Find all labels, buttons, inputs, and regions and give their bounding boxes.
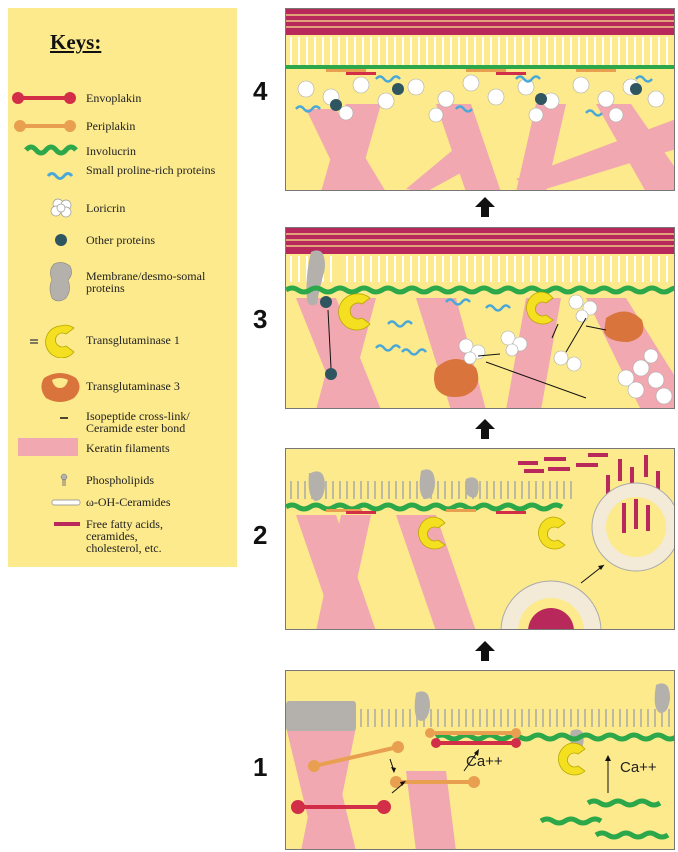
- key-label: Small proline-rich proteins: [86, 164, 226, 176]
- sprr-icon: [8, 162, 86, 188]
- fatty-acid-icon: [8, 516, 86, 564]
- key-label: Free fatty acids, ceramides, cholesterol…: [86, 518, 196, 554]
- keys-panel: Keys: Envoplakin Periplakin Involucrin S…: [8, 8, 237, 567]
- step-number: 1: [253, 752, 267, 783]
- step-number: 4: [253, 76, 267, 107]
- stage-3-diagram: [286, 228, 675, 409]
- key-label: Membrane/desmo-somal proteins: [86, 270, 206, 294]
- phospholipid-icon: [8, 472, 86, 488]
- key-label: Transglutaminase 1: [86, 334, 180, 346]
- key-label: Periplakin: [86, 120, 135, 132]
- key-loricrin: Loricrin: [8, 196, 237, 218]
- key-label: Isopeptide cross-link/ Ceramide ester bo…: [86, 410, 236, 434]
- loricrin-icon: [8, 196, 86, 218]
- up-arrow-icon: [474, 418, 496, 440]
- key-involucrin: Involucrin: [8, 140, 237, 158]
- stage-4-diagram: [286, 9, 675, 191]
- crosslink-icon: [8, 408, 86, 434]
- key-fatty-acids: Free fatty acids, ceramides, cholesterol…: [8, 516, 237, 564]
- stage-4-panel: [285, 8, 675, 191]
- key-ceramides: ω-OH-Ceramides: [8, 494, 237, 510]
- key-label: Phospholipids: [86, 474, 154, 486]
- involucrin-icon: [8, 140, 86, 158]
- membrane-protein-icon: [8, 260, 86, 304]
- step-number: 3: [253, 304, 267, 335]
- key-crosslink: Isopeptide cross-link/ Ceramide ester bo…: [8, 408, 237, 434]
- calcium-label: Ca++: [466, 753, 503, 770]
- key-envoplakin: Envoplakin: [8, 90, 237, 106]
- calcium-label: Ca++: [620, 759, 657, 776]
- key-phospholipids: Phospholipids: [8, 472, 237, 488]
- key-sprr: Small proline-rich proteins: [8, 162, 237, 188]
- key-label: Transglutaminase 3: [86, 380, 180, 392]
- ceramide-icon: [8, 494, 86, 510]
- key-label: Loricrin: [86, 202, 125, 214]
- key-label: Other proteins: [86, 234, 155, 246]
- key-label: Involucrin: [86, 145, 136, 157]
- key-tgase3: Transglutaminase 3: [8, 370, 237, 402]
- up-arrow-icon: [474, 196, 496, 218]
- key-label: ω-OH-Ceramides: [86, 496, 171, 508]
- key-tgase1: Transglutaminase 1: [8, 324, 237, 358]
- keratin-icon: [8, 436, 86, 456]
- keys-title: Keys:: [50, 30, 101, 55]
- stage-2-panel: [285, 448, 675, 630]
- stage-3-panel: [285, 227, 675, 409]
- key-keratin: Keratin filaments: [8, 436, 237, 456]
- key-periplakin: Periplakin: [8, 118, 237, 134]
- key-other-proteins: Other proteins: [8, 232, 237, 248]
- tgase1-icon: [8, 324, 86, 358]
- step-number: 2: [253, 520, 267, 551]
- tgase3-icon: [8, 370, 86, 402]
- key-label: Keratin filaments: [86, 442, 170, 454]
- other-proteins-icon: [8, 232, 86, 248]
- envoplakin-icon: [8, 90, 86, 106]
- stage-1-panel: Ca++ Ca++: [285, 670, 675, 850]
- up-arrow-icon: [474, 640, 496, 662]
- periplakin-icon: [8, 118, 86, 134]
- key-membrane-proteins: Membrane/desmo-somal proteins: [8, 260, 237, 304]
- key-label: Envoplakin: [86, 92, 141, 104]
- stage-2-diagram: [286, 449, 675, 630]
